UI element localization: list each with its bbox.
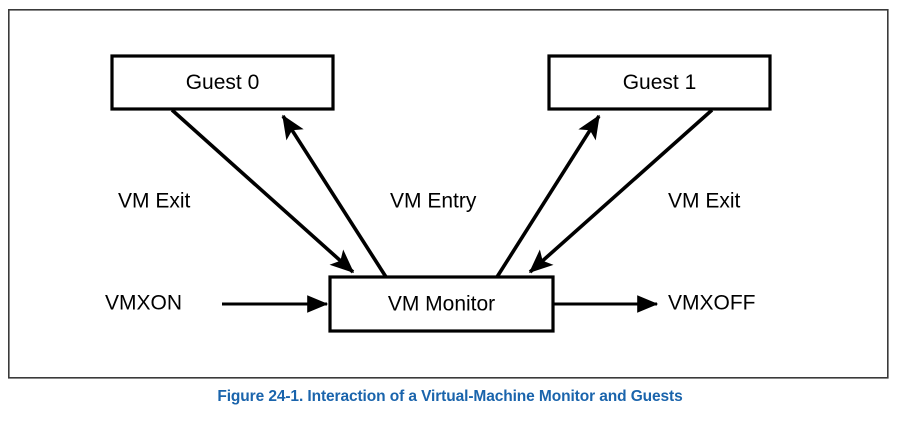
vm-monitor-label: VM Monitor	[388, 293, 495, 316]
figure-frame	[8, 9, 889, 379]
edge-monitor-entry-to-guest0	[281, 114, 388, 278]
edge-label-vmxon: VMXON	[105, 292, 182, 315]
edge-label-vm-entry: VM Entry	[390, 190, 477, 213]
edge-label-vm-exit-right: VM Exit	[668, 190, 741, 213]
figure-caption: Figure 24-1. Interaction of a Virtual-Ma…	[217, 388, 683, 405]
edge-label-vm-exit-left: VM Exit	[118, 190, 191, 213]
edge-label-vmxoff: VMXOFF	[668, 292, 756, 315]
edge-monitor-entry-to-guest1	[495, 114, 601, 278]
edge-guest1-exit-to-monitor	[528, 108, 714, 274]
guest1-box[interactable]	[547, 54, 772, 111]
guest1-label: Guest 1	[623, 71, 697, 94]
edge-guest0-exit-to-monitor	[170, 108, 355, 274]
guest0-label: Guest 0	[186, 71, 260, 94]
node-vm-monitor[interactable]: VM Monitor	[328, 275, 555, 333]
node-guest0[interactable]: Guest 0	[110, 54, 335, 111]
node-guest1[interactable]: Guest 1	[547, 54, 772, 111]
guest0-box[interactable]	[110, 54, 335, 111]
vm-monitor-box[interactable]	[328, 275, 555, 333]
